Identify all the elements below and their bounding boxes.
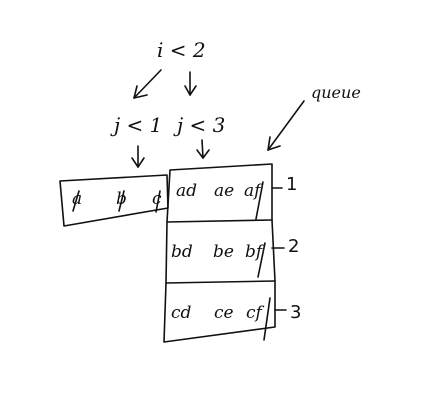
left-box-strike-2 (118, 190, 125, 212)
arrowhead-right-queue (196, 149, 210, 159)
left-box-strike-1 (72, 190, 80, 212)
queue-pointer-arrowhead (267, 136, 281, 151)
queue-row-1-item-2: ae (214, 181, 234, 201)
queue-row-index-3: 3 (290, 302, 301, 323)
arrow-outer-to-left (133, 69, 162, 99)
arrowhead-outer-right (184, 85, 197, 96)
queue-row-3-strike (263, 297, 271, 341)
queue-box (163, 163, 276, 343)
arrowhead-left-box (131, 157, 145, 168)
left-condition: j < 1 (110, 113, 162, 137)
queue-row-1-strike (255, 181, 264, 220)
queue-row-index-1: 1 (286, 174, 297, 195)
queue-row-3-item-3: cf (246, 303, 265, 323)
queue-row-3-item-1: cd (171, 303, 192, 323)
queue-pointer-arrow (267, 100, 305, 151)
queue-divider-1 (166, 219, 273, 223)
queue-row-2-item-3: bf (245, 242, 265, 262)
queue-label: queue (311, 83, 361, 102)
right-condition: j < 3 (173, 113, 225, 137)
queue-row-2-item-1: bd (171, 242, 193, 262)
queue-row-1-item-1: ad (176, 181, 197, 201)
arrowhead-outer-left (133, 85, 148, 99)
queue-row-1-item-3: af (244, 181, 263, 201)
queue-divider-2 (165, 280, 276, 284)
queue-row-index-2: 2 (288, 236, 299, 257)
arrow-right-to-queue (201, 139, 204, 159)
outer-condition: i < 2 (157, 38, 206, 62)
queue-row-2-item-2: be (213, 242, 234, 262)
queue-row-3-item-2: ce (214, 303, 234, 323)
left-box-item-3: c (152, 189, 162, 209)
left-box-strike-3 (155, 190, 161, 213)
queue-row-2-strike (257, 242, 266, 278)
